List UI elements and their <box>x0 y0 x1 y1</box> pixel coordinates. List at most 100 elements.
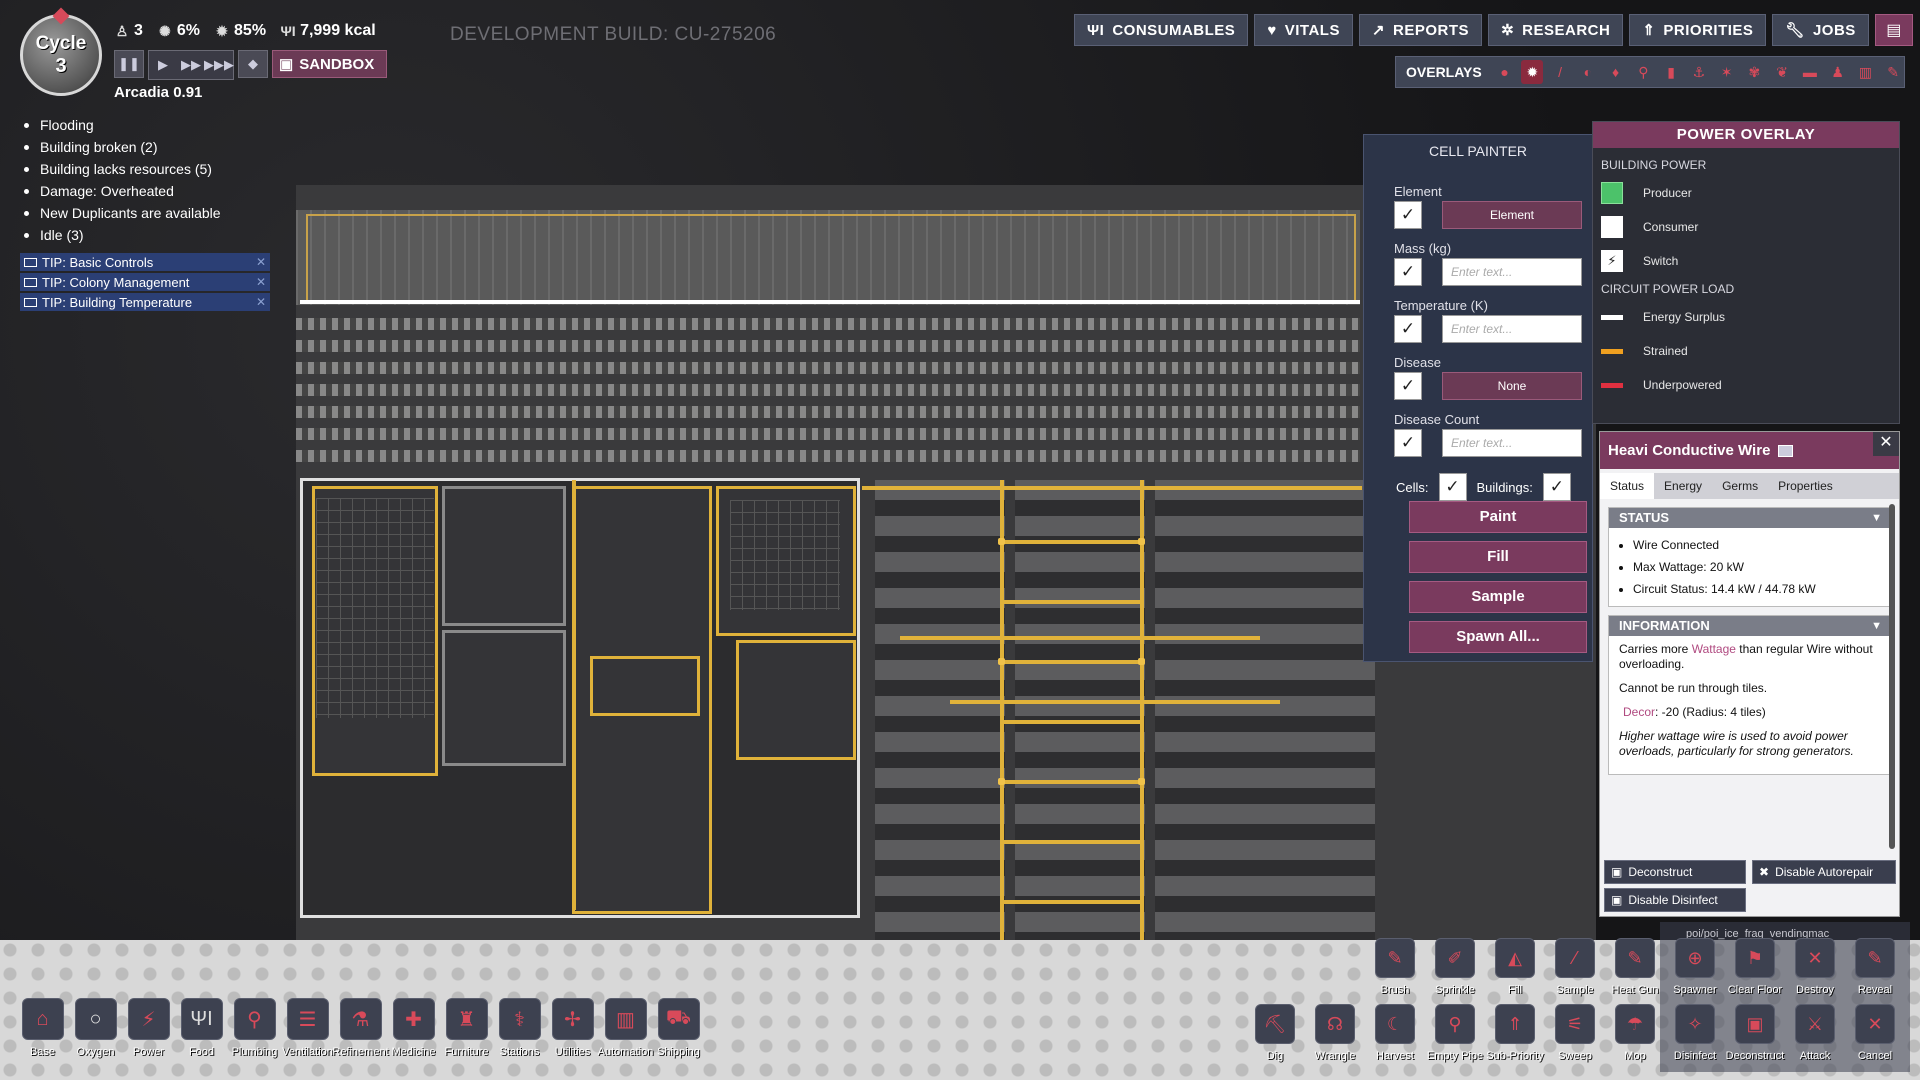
legend-producer[interactable]: Producer <box>1593 176 1899 210</box>
tool-wrangle[interactable]: ☊Wrangle <box>1306 1004 1364 1068</box>
legend-consumer[interactable]: Consumer <box>1593 210 1899 244</box>
tab-properties[interactable]: Properties <box>1778 479 1833 493</box>
rooms-overlay-icon[interactable]: ▬ <box>1802 64 1817 80</box>
build-category-furniture[interactable]: ♜Furniture <box>442 998 491 1068</box>
close-icon[interactable]: ✕ <box>255 275 266 289</box>
build-category-plumbing[interactable]: ⚲Plumbing <box>230 998 279 1068</box>
build-category-stations[interactable]: ⚕︎Stations <box>495 998 544 1068</box>
conveyor-rail[interactable] <box>296 384 1360 396</box>
legend-strained[interactable]: Strained <box>1593 334 1899 368</box>
vitals-button[interactable]: ♥VITALS <box>1254 14 1353 46</box>
tool-fill[interactable]: ◭Fill <box>1486 938 1544 1002</box>
building-column[interactable] <box>875 480 1005 1000</box>
power-wire[interactable] <box>1140 480 1144 1000</box>
disable-autorepair-button[interactable]: ✖Disable Autorepair <box>1752 860 1896 884</box>
power-wire[interactable] <box>1000 660 1140 664</box>
cycle-counter[interactable]: Cycle 3 <box>20 14 102 96</box>
conveyor-rail[interactable] <box>296 340 1360 352</box>
room-pump[interactable] <box>590 656 700 716</box>
speed-3-button[interactable]: ▶▶▶ <box>204 51 234 79</box>
oxygen-overlay-icon[interactable]: ● <box>1500 64 1509 80</box>
build-category-oxygen[interactable]: ○Oxygen <box>71 998 120 1068</box>
tool-sub-priority[interactable]: ⇑Sub-Priority <box>1486 1004 1544 1068</box>
power-wire[interactable] <box>1000 480 1004 1000</box>
building-column[interactable] <box>1155 480 1285 1000</box>
conveyor-overlay-icon[interactable]: ⚓︎ <box>1692 63 1706 80</box>
ventilation-overlay-icon[interactable]: ▮ <box>1667 63 1675 80</box>
tab-germs[interactable]: Germs <box>1722 479 1759 493</box>
battery-array[interactable] <box>316 498 434 718</box>
tool-clear-floor[interactable]: ⚑Clear Floor <box>1726 938 1784 1002</box>
spawn-all-button[interactable]: Spawn All... <box>1409 621 1587 653</box>
tool-dig[interactable]: ⛏Dig <box>1246 1004 1304 1068</box>
pause-button[interactable]: ❚❚ <box>114 50 144 78</box>
room-machine-2[interactable] <box>736 640 856 760</box>
legend-switch[interactable]: ⚡︎ Switch <box>1593 244 1899 278</box>
alert-item[interactable]: New Duplicants are available <box>22 202 221 224</box>
deconstruct-button[interactable]: ▣Deconstruct <box>1604 860 1746 884</box>
tool-disinfect[interactable]: ✧Disinfect <box>1666 1004 1724 1068</box>
build-category-automation[interactable]: ▥Automation <box>598 998 653 1068</box>
close-icon[interactable]: ✕ <box>255 295 266 309</box>
stat-stress[interactable]: ✹ 85% <box>214 22 266 40</box>
disease-select-button[interactable]: None <box>1442 372 1582 400</box>
power-wire[interactable] <box>572 480 576 910</box>
conveyor-rail[interactable] <box>296 362 1360 374</box>
disease-count-checkbox[interactable]: ✓ <box>1394 429 1422 457</box>
temperature-checkbox[interactable]: ✓ <box>1394 315 1422 343</box>
tool-sprinkle[interactable]: ✐Sprinkle <box>1426 938 1484 1002</box>
decor-overlay-icon[interactable]: ✶ <box>1720 63 1733 80</box>
building-column[interactable] <box>1280 480 1375 1000</box>
power-wire[interactable] <box>1000 600 1140 604</box>
alert-item[interactable]: Building lacks resources (5) <box>22 158 221 180</box>
plumbing-overlay-icon[interactable]: ⚲ <box>1638 63 1649 80</box>
conveyor-rail[interactable] <box>296 428 1360 440</box>
build-category-base[interactable]: ⌂Base <box>18 998 67 1068</box>
conveyor-rail[interactable] <box>296 450 1360 462</box>
tool-empty-pipe[interactable]: ⚲Empty Pipe <box>1426 1004 1484 1068</box>
machine-array[interactable] <box>730 500 840 610</box>
build-category-shipping[interactable]: ⛟Shipping <box>654 998 703 1068</box>
power-wire[interactable] <box>900 636 1260 640</box>
build-category-ventilation[interactable]: ☰Ventilation <box>282 998 333 1068</box>
decor-link[interactable]: Decor <box>1623 705 1656 719</box>
tool-spawner[interactable]: ⊕Spawner <box>1666 938 1724 1002</box>
build-category-refinement[interactable]: ⚗︎Refinement <box>332 998 389 1068</box>
sandbox-toggle-button[interactable]: ▣ SANDBOX <box>272 50 388 78</box>
power-wire[interactable] <box>1000 840 1140 844</box>
jobs-button[interactable]: 🔧︎JOBS <box>1772 14 1869 46</box>
wattage-link[interactable]: Wattage <box>1691 642 1736 656</box>
alert-item[interactable]: Damage: Overheated <box>22 180 221 202</box>
tool-brush[interactable]: ✎Brush <box>1366 938 1424 1002</box>
information-heading[interactable]: INFORMATION ▼ <box>1609 616 1890 636</box>
build-category-medicine[interactable]: ✚Medicine <box>389 998 438 1068</box>
alert-item[interactable]: Idle (3) <box>22 224 221 246</box>
tool-sweep[interactable]: ⚟Sweep <box>1546 1004 1604 1068</box>
power-wire[interactable] <box>950 700 1280 704</box>
research-button[interactable]: ✲RESEARCH <box>1488 14 1624 46</box>
exosuit-overlay-icon[interactable]: ♟ <box>1831 63 1844 80</box>
farming-overlay-icon[interactable]: ❦ <box>1776 63 1788 80</box>
tool-deconstruct[interactable]: ▣Deconstruct <box>1726 1004 1784 1068</box>
stat-sickness[interactable]: ✺ 6% <box>157 22 200 40</box>
room-storage[interactable] <box>442 486 566 626</box>
element-select-button[interactable]: Element <box>1442 201 1582 229</box>
element-checkbox[interactable]: ✓ <box>1394 201 1422 229</box>
temperature-overlay-icon[interactable]: / <box>1558 64 1563 80</box>
materials-overlay-icon[interactable]: ◐ <box>1583 64 1593 80</box>
tool-cancel[interactable]: ✕Cancel <box>1846 1004 1904 1068</box>
tool-harvest[interactable]: ☾Harvest <box>1366 1004 1424 1068</box>
stat-food[interactable]: ΨI 7,999 kcal <box>280 22 375 40</box>
roof-structure[interactable] <box>296 210 1360 305</box>
building-column[interactable] <box>1015 480 1145 1000</box>
alert-item[interactable]: Building broken (2) <box>22 136 221 158</box>
automation-overlay-icon[interactable]: ▥ <box>1858 63 1872 80</box>
conveyor-rail[interactable] <box>296 406 1360 418</box>
power-wire[interactable] <box>862 486 1362 490</box>
power-overlay-icon[interactable]: ✹ <box>1521 60 1544 84</box>
tip-item[interactable]: TIP: Colony Management ✕ <box>20 273 270 291</box>
tip-item[interactable]: TIP: Building Temperature ✕ <box>20 293 270 311</box>
room-generator[interactable] <box>442 630 566 766</box>
